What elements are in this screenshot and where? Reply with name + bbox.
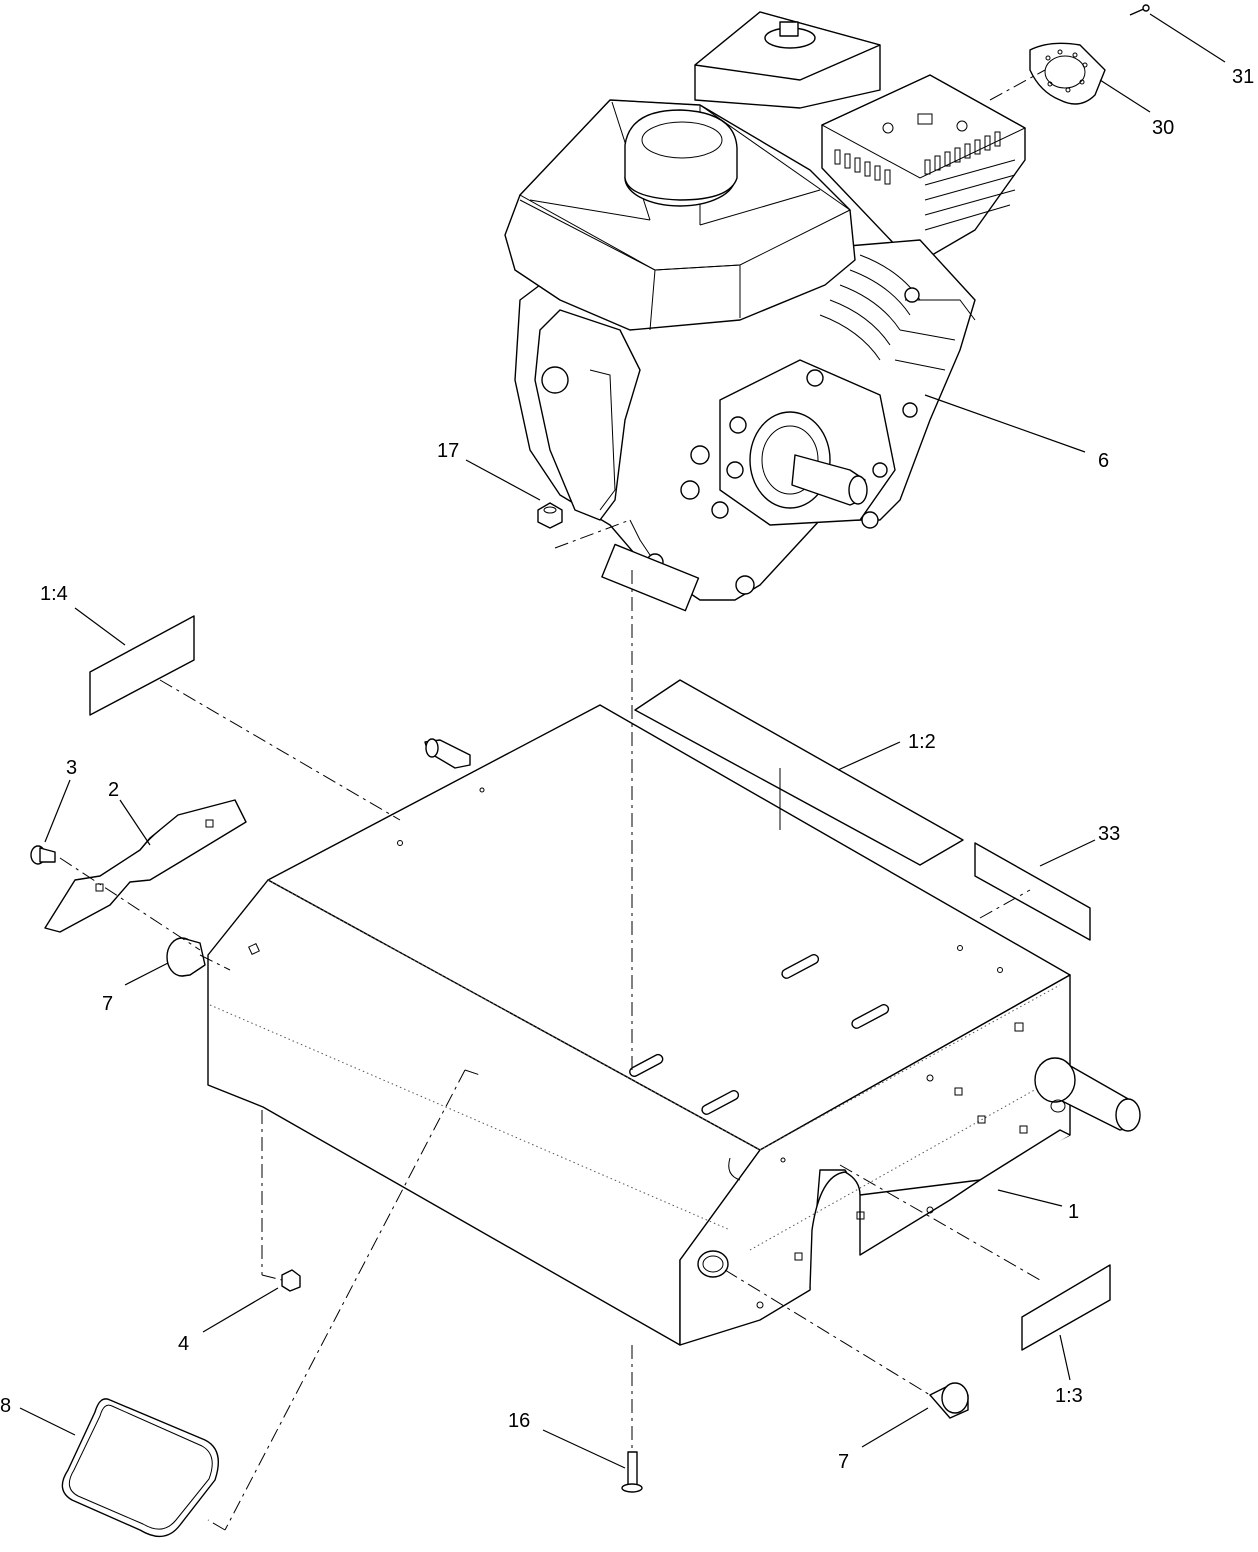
pad-8 [61, 1398, 219, 1538]
callout-17: 17 [437, 440, 459, 462]
decal-33 [974, 842, 1091, 941]
frame-housing-1 [207, 704, 1141, 1346]
callout-1-4: 1:4 [40, 583, 68, 605]
callout-31: 31 [1232, 66, 1254, 88]
callout-4: 4 [178, 1333, 189, 1355]
callout-8: 8 [0, 1395, 11, 1417]
bushing-7-right [929, 1382, 969, 1419]
nut-4 [281, 1269, 301, 1292]
callout-7-right: 7 [838, 1451, 849, 1473]
callout-7-left: 7 [102, 993, 113, 1015]
nut-17 [537, 502, 563, 529]
assembly-lines [59, 570, 1041, 1531]
bolt-3 [30, 845, 56, 865]
decal-1-2 [634, 679, 964, 866]
callout-labels: 31 30 6 17 1:4 1:2 33 3 2 7 1 4 1:3 8 16… [0, 66, 1254, 1473]
callout-1: 1 [1068, 1201, 1079, 1223]
bracket-2 [44, 799, 247, 933]
engine-assembly [504, 11, 1027, 612]
decal-1-4 [89, 615, 195, 716]
callout-16: 16 [508, 1410, 530, 1432]
callout-1-3: 1:3 [1055, 1385, 1083, 1407]
callout-1-2: 1:2 [908, 731, 936, 753]
bushing-7-left [166, 937, 206, 977]
leader-lines [19, 13, 1226, 1469]
bolt-16 [621, 1451, 643, 1493]
callout-33: 33 [1098, 823, 1120, 845]
callout-6: 6 [1098, 450, 1109, 472]
callout-2: 2 [108, 779, 119, 801]
flange-plate-30 [1029, 42, 1106, 105]
decal-1-3 [1021, 1264, 1111, 1351]
screw-31 [1129, 4, 1150, 16]
callout-3: 3 [66, 757, 77, 779]
callout-30: 30 [1152, 117, 1174, 139]
